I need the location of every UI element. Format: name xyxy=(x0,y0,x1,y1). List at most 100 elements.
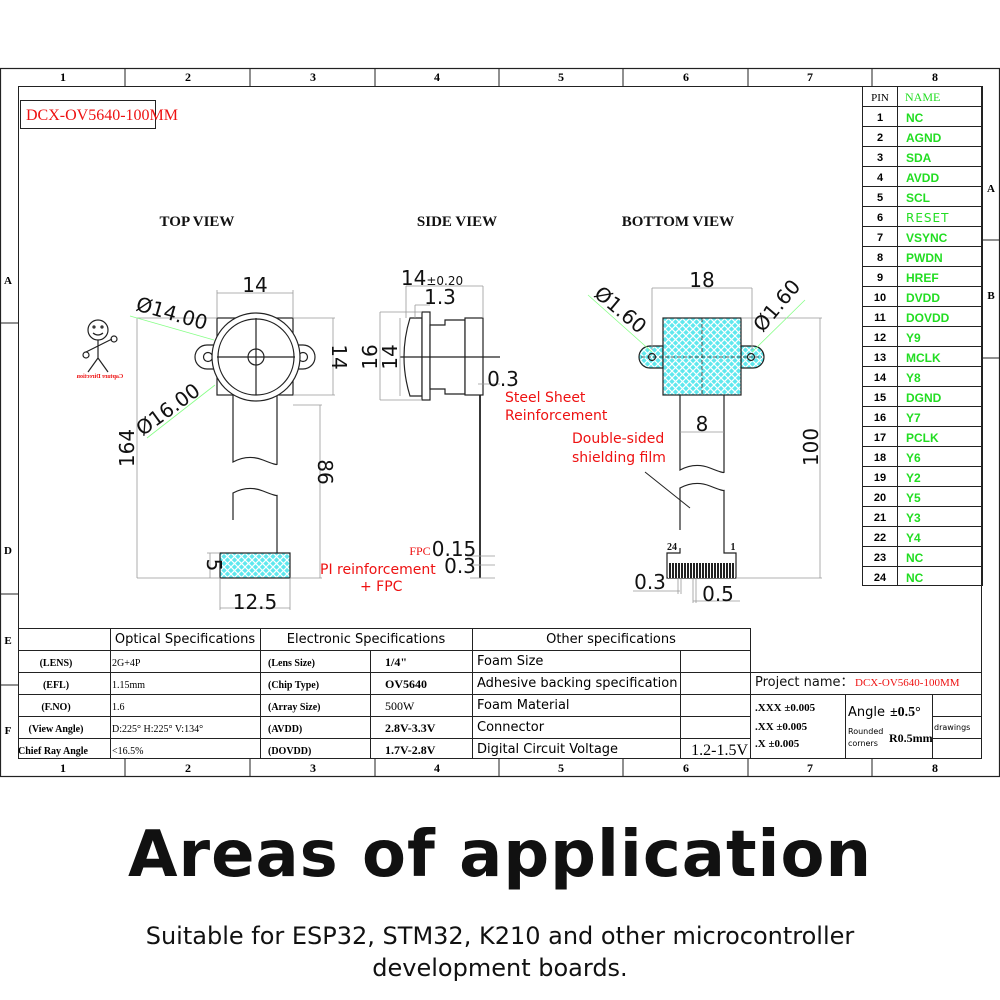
electronic-value: 1/4" xyxy=(385,655,407,669)
title-block: Project name： DCX-OV5640-100MM .XXX ±0.0… xyxy=(755,675,970,750)
pin-number: 13 xyxy=(874,352,886,364)
tolerance-xx: .XX ±0.005 xyxy=(755,721,808,733)
pin-name: NC xyxy=(906,571,924,585)
tolerance-xxx: .XXX ±0.005 xyxy=(755,702,816,714)
pin-number: 14 xyxy=(874,372,887,384)
other-spec-label: Foam Material xyxy=(477,698,570,713)
top-view-title: TOP VIEW xyxy=(160,214,235,230)
other-spec-label: Connector xyxy=(477,720,545,735)
flange-dim: 1.3 xyxy=(424,285,456,309)
bottom-view xyxy=(638,317,765,579)
column-marker: 5 xyxy=(558,761,564,775)
fpc-thickness-dim: 0.15 xyxy=(432,537,477,561)
angle-value: ±0.5° xyxy=(890,705,921,720)
column-marker: 6 xyxy=(683,761,689,775)
pin-name: DVDD xyxy=(906,291,940,305)
pin-name: Y4 xyxy=(906,531,921,545)
column-marker: 1 xyxy=(60,761,66,775)
pin-name: SDA xyxy=(906,151,932,165)
subtitle-line-1: Suitable for ESP32, STM32, K210 and othe… xyxy=(145,922,855,950)
side-view xyxy=(400,311,500,578)
pin-name: DGND xyxy=(906,391,942,405)
pin-number: 11 xyxy=(874,312,886,324)
pin-name: Y9 xyxy=(906,331,921,345)
spec-header: Electronic Specifications xyxy=(287,632,446,647)
height-14-dim: 14 xyxy=(378,344,402,369)
pin-number: 18 xyxy=(874,452,886,464)
pin-width-dim: 0.3 xyxy=(634,570,666,594)
pin-row: 6 RESET xyxy=(862,206,982,225)
electronic-label: (AVDD) xyxy=(268,724,302,735)
stiffener-height-dim: 5 xyxy=(202,559,226,572)
spec-header: Optical Specifications xyxy=(115,632,256,647)
column-marker: 5 xyxy=(558,70,564,84)
pin-name: AGND xyxy=(906,131,942,145)
optical-label: (View Angle) xyxy=(29,724,84,735)
electronic-label: (Lens Size) xyxy=(268,658,315,669)
side-view-dimensions xyxy=(379,285,500,579)
pin-header: PIN xyxy=(871,92,889,104)
optical-value: <16.5% xyxy=(112,746,143,757)
pin-name: SCL xyxy=(906,191,930,205)
pin-number: 17 xyxy=(874,432,886,444)
top-width-dim: 14 xyxy=(242,273,267,297)
inner-diameter-dim: Ø16.00 xyxy=(131,378,204,440)
pin-number: 16 xyxy=(874,412,886,424)
name-header: NAME xyxy=(905,90,940,104)
rounded-label-2: corners xyxy=(848,739,878,748)
spec-row: (LENS)2G+4P(Lens Size)1/4"Foam Size xyxy=(40,654,544,669)
spec-rows: Optical Specifications Electronic Specifi… xyxy=(18,632,748,759)
pin-row: 7 VSYNC xyxy=(862,226,982,245)
pin-number: 3 xyxy=(877,152,883,164)
column-marker: 3 xyxy=(310,70,316,84)
spec-table xyxy=(18,628,982,758)
pin-number: 24 xyxy=(874,572,887,584)
optical-value: 1.15mm xyxy=(112,680,145,691)
pin-number: 23 xyxy=(874,552,886,564)
pin-number: 2 xyxy=(877,132,883,144)
pin-number: 7 xyxy=(877,232,883,244)
pin-name: PCLK xyxy=(906,431,939,445)
row-marker: B xyxy=(987,290,995,302)
optical-label: (EFL) xyxy=(43,680,69,691)
capture-direction-label: Capture Direction xyxy=(76,374,123,380)
height-16-dim: 16 xyxy=(358,344,382,369)
pin-row: 24 NC xyxy=(862,566,982,585)
pi-note-line2: + FPC xyxy=(360,579,403,595)
pin-row: 22 Y4 xyxy=(862,526,982,545)
pin-name: HREF xyxy=(906,271,939,285)
subtitle-line-2: development boards. xyxy=(372,954,628,982)
fpc-width-dim: 8 xyxy=(696,412,709,436)
pin-number: 10 xyxy=(874,292,886,304)
side-view-title: SIDE VIEW xyxy=(417,214,497,230)
pin-number: 4 xyxy=(877,172,884,184)
rounded-label-1: Rounded xyxy=(848,727,883,736)
pin-name: RESET xyxy=(906,211,949,225)
tolerance-x: .X ±0.005 xyxy=(755,738,800,750)
column-marker: 3 xyxy=(310,761,316,775)
stiffener-width-dim: 12.5 xyxy=(233,590,278,614)
pin-name: Y3 xyxy=(906,511,921,525)
pin-number: 6 xyxy=(877,212,883,224)
side-length-dim: 14±0.20 xyxy=(401,266,463,290)
bottom-total-dim: 100 xyxy=(799,428,823,466)
drawings-label: drawings xyxy=(934,723,970,732)
pin-name: VSYNC xyxy=(906,231,948,245)
project-name-label: Project name： xyxy=(755,675,853,690)
pin-name: Y5 xyxy=(906,491,921,505)
steel-note-line2: Reinforcement xyxy=(505,408,608,424)
other-spec-label: Adhesive backing specification xyxy=(477,676,677,691)
column-marker: 4 xyxy=(434,70,440,84)
pin-number: 22 xyxy=(874,532,886,544)
project-label-box xyxy=(20,100,156,129)
